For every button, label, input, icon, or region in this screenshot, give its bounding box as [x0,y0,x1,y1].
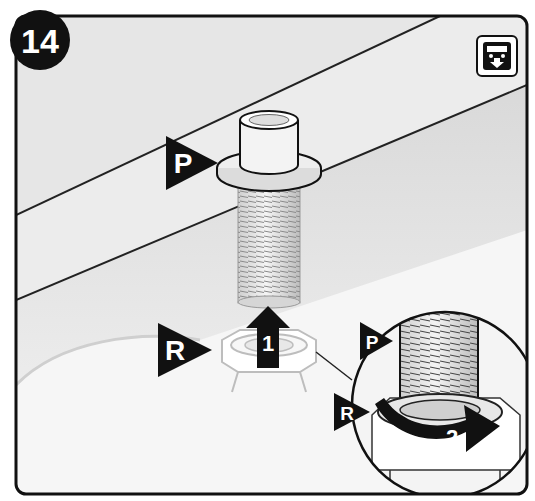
part-letter: R [340,404,354,423]
part-letter: P [174,150,193,178]
part-letter: R [165,337,185,365]
callout-number: 2 [446,427,458,449]
step-number: 14 [21,24,59,58]
callout-number: 1 [262,333,274,355]
part-letter: P [366,333,379,352]
